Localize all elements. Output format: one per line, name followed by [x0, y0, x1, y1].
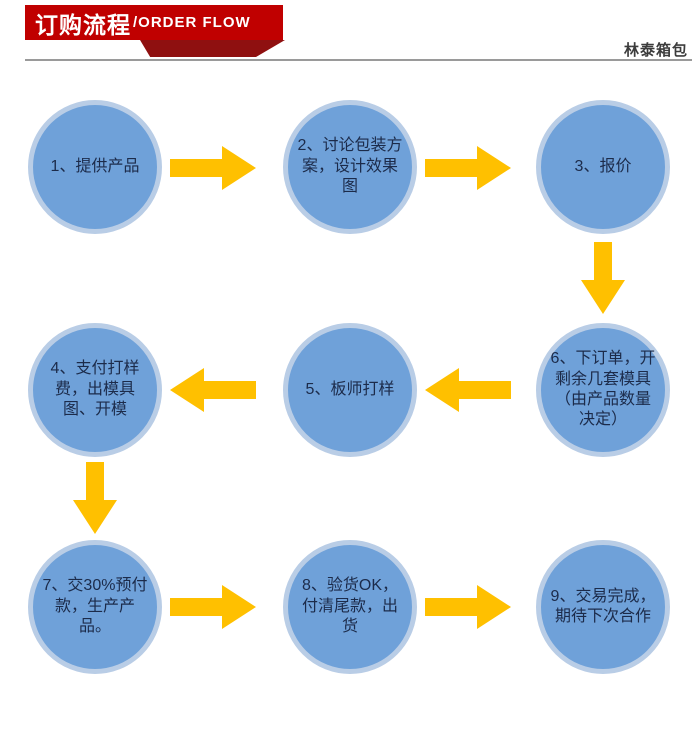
page-title-banner: 订购流程/ORDER FLOW	[25, 5, 283, 40]
page-title-en: /ORDER FLOW	[133, 14, 251, 31]
banner-ribbon-fold	[140, 40, 285, 57]
flow-step-2-label: 2、讨论包装方案，设计效果图	[297, 137, 403, 196]
flow-step-6: 6、下订单，开剩余几套模具（由产品数量决定）	[536, 323, 670, 457]
flow-step-4-label: 4、支付打样费，出模具图、开模	[50, 360, 140, 419]
flow-step-1: 1、提供产品	[28, 100, 162, 234]
arrow-down-icon-step3-step6	[581, 242, 625, 314]
arrow-right-icon-step8-step9	[425, 585, 511, 629]
arrow-right-icon-step2-step3	[425, 146, 511, 190]
flow-step-6-label: 6、下订单，开剩余几套模具（由产品数量决定）	[550, 350, 656, 429]
arrow-left-icon-step5-step4	[170, 368, 256, 412]
flow-step-4: 4、支付打样费，出模具图、开模	[28, 323, 162, 457]
header-divider	[25, 59, 692, 61]
flow-step-8-label: 8、验货OK，付清尾款，出货	[301, 577, 399, 636]
flow-step-2: 2、讨论包装方案，设计效果图	[283, 100, 417, 234]
flow-step-7-label: 7、交30%预付款，生产产品。	[42, 577, 148, 636]
flow-step-5-label: 5、板师打样	[305, 380, 395, 398]
brand-name: 林泰箱包	[623, 42, 688, 59]
arrow-right-icon-step1-step2	[170, 146, 256, 190]
flow-step-1-label: 1、提供产品	[50, 157, 140, 175]
flow-step-3-label: 3、报价	[574, 157, 632, 175]
flow-step-5: 5、板师打样	[283, 323, 417, 457]
flow-step-9: 9、交易完成，期待下次合作	[536, 540, 670, 674]
flow-step-9-label: 9、交易完成，期待下次合作	[550, 587, 656, 625]
page-title-cn: 订购流程	[35, 11, 131, 38]
flow-step-7: 7、交30%预付款，生产产品。	[28, 540, 162, 674]
arrow-left-icon-step6-step5	[425, 368, 511, 412]
flow-step-8: 8、验货OK，付清尾款，出货	[283, 540, 417, 674]
flow-step-3: 3、报价	[536, 100, 670, 234]
arrow-right-icon-step7-step8	[170, 585, 256, 629]
arrow-down-icon-step4-step7	[73, 462, 117, 534]
